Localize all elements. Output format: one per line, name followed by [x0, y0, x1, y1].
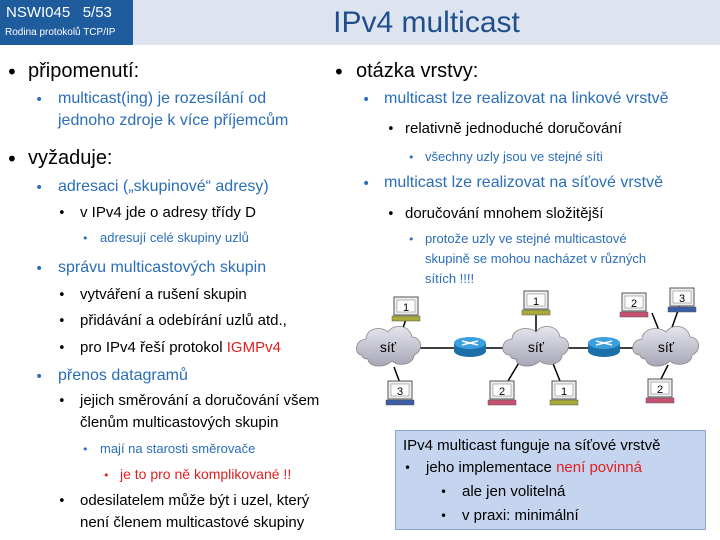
mgmt-ipv4-prefix: pro IPv4 řeší protokol: [80, 339, 227, 356]
pc-label: 2: [631, 298, 637, 310]
computer-icon: 1: [521, 290, 551, 316]
link-layer: multicast lze realizovat na linkové vrst…: [384, 90, 669, 107]
net-reason-3: sítích !!!!: [425, 271, 475, 286]
bullet-icon: •: [35, 92, 44, 108]
summary-line-2: jeho implementace není povinná: [426, 459, 642, 476]
transfer-routing-1: jejich směrování a doručování všem: [80, 392, 320, 409]
network-label-right: síť: [658, 339, 675, 355]
pc-label: 1: [533, 296, 539, 308]
pc-label: 3: [397, 386, 403, 398]
pc-label: 1: [403, 302, 409, 314]
network-cloud-left: síť: [356, 326, 421, 367]
bullet-icon: •: [362, 176, 371, 192]
transfer-sender-1: odesilatelem může být i uzel, který: [80, 492, 310, 509]
transfer-complicated: je to pro ně komplikované !!: [120, 466, 292, 482]
addr-heading: adresaci („skupinové“ adresy): [58, 178, 269, 195]
network-cloud-right: síť: [632, 326, 699, 367]
network-label-left: síť: [380, 339, 397, 355]
net-reason-1: protože uzly ve stejné multicastové: [425, 231, 627, 246]
bullet-icon: •: [408, 233, 415, 246]
bullet-icon: •: [404, 461, 412, 475]
bullet-icon: •: [35, 180, 44, 196]
slide-title: IPv4 multicast: [333, 6, 520, 39]
bullet-icon: •: [440, 509, 448, 523]
net-layer: multicast lze realizovat na síťové vrstv…: [384, 174, 663, 191]
bullet-icon: •: [82, 232, 89, 245]
computer-icon: 2: [619, 292, 649, 318]
transfer-heading: přenos datagramů: [58, 367, 188, 384]
computer-icon: 1: [549, 380, 579, 406]
addr-groups: adresují celé skupiny uzlů: [100, 230, 249, 245]
summary-line-2-prefix: jeho implementace: [426, 459, 557, 476]
link-simple: relativně jednoduché doručování: [405, 120, 622, 137]
not-mandatory-label: není povinná: [556, 459, 642, 476]
bullet-icon: •: [103, 469, 110, 482]
course-code: NSWI045 5/53: [6, 4, 112, 21]
transfer-routers: mají na starosti směrovače: [100, 441, 256, 456]
computer-icon: 1: [391, 296, 421, 322]
bullet-icon: •: [6, 60, 18, 84]
pc-label: 2: [499, 386, 505, 398]
bullet-icon: •: [387, 207, 395, 222]
transfer-routing-2: členům multicastových skupin: [80, 414, 279, 431]
summary-line-4: v praxi: minimální: [462, 507, 579, 524]
net-reason-2: skupině se mohou nacházet v různých: [425, 251, 647, 266]
mgmt-heading: správu multicastových skupin: [58, 259, 267, 276]
pc-label: 1: [561, 386, 567, 398]
summary-line-1: IPv4 multicast funguje na síťové vrstvě: [403, 437, 661, 454]
bullet-icon: •: [58, 206, 66, 221]
pc-label: 3: [679, 293, 685, 305]
bullet-icon: •: [6, 147, 18, 171]
requires-heading: vyžaduje:: [28, 147, 113, 169]
bullet-icon: •: [58, 314, 66, 329]
summary-box: IPv4 multicast funguje na síťové vrstvě …: [395, 430, 706, 530]
pc-label: 2: [657, 384, 663, 396]
mgmt-add: přidávání a odebírání uzlů atd.,: [80, 312, 287, 329]
bullet-icon: •: [35, 261, 44, 277]
recall-text-2: jednoho zdroje k více příjemcům: [58, 112, 289, 129]
addr-class-d: v IPv4 jde o adresy třídy D: [80, 204, 256, 221]
recall-text-1: multicast(ing) je rozesílání od: [58, 90, 267, 107]
bullet-icon: •: [440, 485, 448, 499]
network-cloud-middle: síť: [502, 326, 569, 367]
course-subtitle: Rodina protokolů TCP/IP: [5, 27, 116, 38]
bullet-icon: •: [58, 341, 66, 356]
mgmt-ipv4: pro IPv4 řeší protokol IGMPv4: [80, 339, 281, 358]
router-icon: [588, 337, 620, 357]
bullet-icon: •: [58, 494, 66, 509]
course-badge: NSWI045 5/53 Rodina protokolů TCP/IP: [0, 0, 133, 45]
layer-heading: otázka vrstvy:: [356, 60, 479, 82]
multicast-network-diagram: síť síť síť 1 3 1: [356, 287, 699, 406]
summary-line-3: ale jen volitelná: [462, 483, 566, 500]
bullet-icon: •: [333, 60, 345, 84]
net-delivery: doručování mnohem složitější: [405, 205, 604, 222]
network-label-middle: síť: [528, 339, 545, 355]
title-band: [133, 0, 720, 45]
computer-icon: 3: [667, 287, 697, 313]
bullet-icon: •: [362, 92, 371, 108]
bullet-icon: •: [82, 443, 89, 456]
link-same-net: všechny uzly jsou ve stejné síti: [425, 149, 603, 164]
computer-icon: 3: [385, 380, 415, 406]
recall-heading: připomenutí:: [28, 60, 140, 82]
transfer-sender-2: není členem multicastové skupiny: [80, 514, 305, 531]
computer-icon: 2: [487, 380, 517, 406]
igmp-label: IGMPv4: [226, 339, 281, 356]
mgmt-create: vytváření a rušení skupin: [80, 286, 247, 303]
bullet-icon: •: [408, 151, 415, 164]
bullet-icon: •: [35, 369, 44, 385]
computer-icon: 2: [645, 378, 675, 404]
bullet-icon: •: [58, 394, 66, 409]
bullet-icon: •: [58, 288, 66, 303]
bullet-icon: •: [387, 122, 395, 137]
router-icon: [454, 337, 486, 357]
